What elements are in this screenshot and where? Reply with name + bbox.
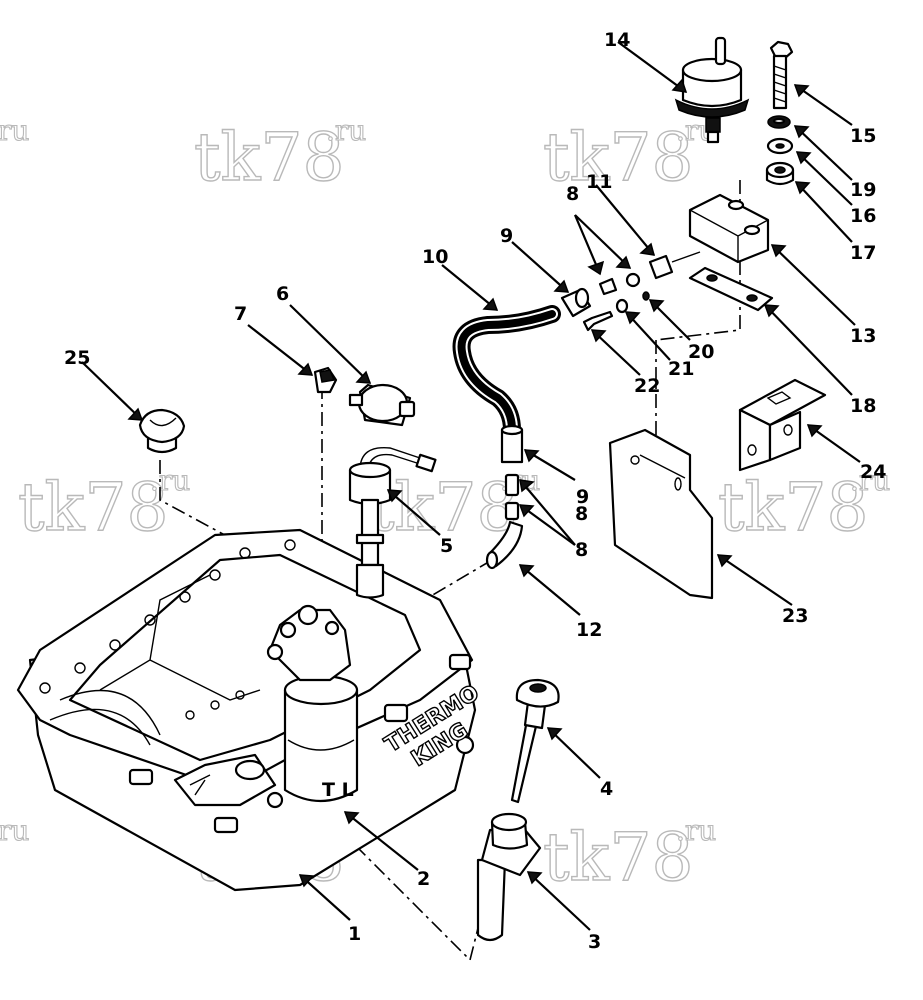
watermark-main: tk78 <box>543 819 694 896</box>
angle-bracket <box>738 378 827 472</box>
oil-filter: T L <box>266 604 359 802</box>
callout-9-lower: 9 <box>576 486 589 508</box>
adapter-fitting <box>648 251 701 280</box>
callout-4: 4 <box>600 778 613 800</box>
callout-7: 7 <box>234 303 247 325</box>
oil-pressure-sender <box>674 36 750 144</box>
ferrule-set <box>504 272 641 521</box>
callout-21: 21 <box>668 358 694 380</box>
callout-14: 14 <box>604 29 630 51</box>
rim-bolt-holes <box>39 539 296 720</box>
callout-2: 2 <box>417 868 430 890</box>
hose-nut-upper <box>560 287 592 318</box>
watermark-suffix: .ru <box>850 464 890 497</box>
mounting-bracket-plate <box>608 428 714 600</box>
callout-19: 19 <box>850 179 876 201</box>
watermark-edge-suffix: ru <box>0 814 29 847</box>
watermark-main: tk78 <box>543 119 694 196</box>
callout-9-upper: 9 <box>500 225 513 247</box>
watermark-suffix: .ru <box>150 464 190 497</box>
callout-6: 6 <box>276 283 289 305</box>
watermark-main: tk78 <box>18 469 169 546</box>
callout-23: 23 <box>782 605 808 627</box>
screw-set <box>582 291 650 332</box>
callout-8-lower-a: 8 <box>575 503 588 525</box>
sender-mount-block <box>688 193 770 264</box>
callout-5: 5 <box>440 535 453 557</box>
callout-numbers: 1 2 3 4 5 6 7 8 8 8 9 9 10 11 12 13 14 1… <box>64 29 886 953</box>
callout-20: 20 <box>688 341 714 363</box>
callout-8-upper: 8 <box>566 183 579 205</box>
callout-13: 13 <box>850 325 876 347</box>
callout-10: 10 <box>422 246 448 268</box>
callout-25: 25 <box>64 347 90 369</box>
callout-18: 18 <box>850 395 876 417</box>
callout-3: 3 <box>588 931 601 953</box>
oil-pan: THERMO KING <box>16 528 485 892</box>
watermark-main: tk78 <box>194 119 345 196</box>
oil-level-sensor <box>348 446 437 599</box>
callout-16: 16 <box>850 205 876 227</box>
oil-filler-cap <box>138 408 186 454</box>
bolt-stack <box>765 40 795 186</box>
oil-pressure-switch <box>348 383 416 427</box>
mount-gasket <box>688 266 774 312</box>
watermark-main: tk78 <box>718 469 869 546</box>
callout-17: 17 <box>850 242 876 264</box>
callout-12: 12 <box>576 619 602 641</box>
watermark-suffix: .ru <box>676 814 716 847</box>
dipstick <box>510 678 560 804</box>
callout-15: 15 <box>850 125 876 147</box>
callout-22: 22 <box>634 375 660 397</box>
watermark-edge-suffix: ru <box>0 114 29 147</box>
filter-marking: T L <box>322 779 354 801</box>
callout-8-lower-b: 8 <box>575 539 588 561</box>
hose-nut-lower <box>500 424 524 464</box>
callout-24: 24 <box>860 461 886 483</box>
oil-hose <box>452 305 561 439</box>
callout-11: 11 <box>586 171 612 193</box>
elbow-fitting <box>313 366 338 394</box>
leader-lines <box>81 41 861 931</box>
dipstick-tube <box>476 812 542 942</box>
pan-elbow <box>485 520 524 570</box>
watermark-suffix: .ru <box>326 114 366 147</box>
watermark-main: tk78 <box>368 469 519 546</box>
callout-1: 1 <box>348 923 361 945</box>
